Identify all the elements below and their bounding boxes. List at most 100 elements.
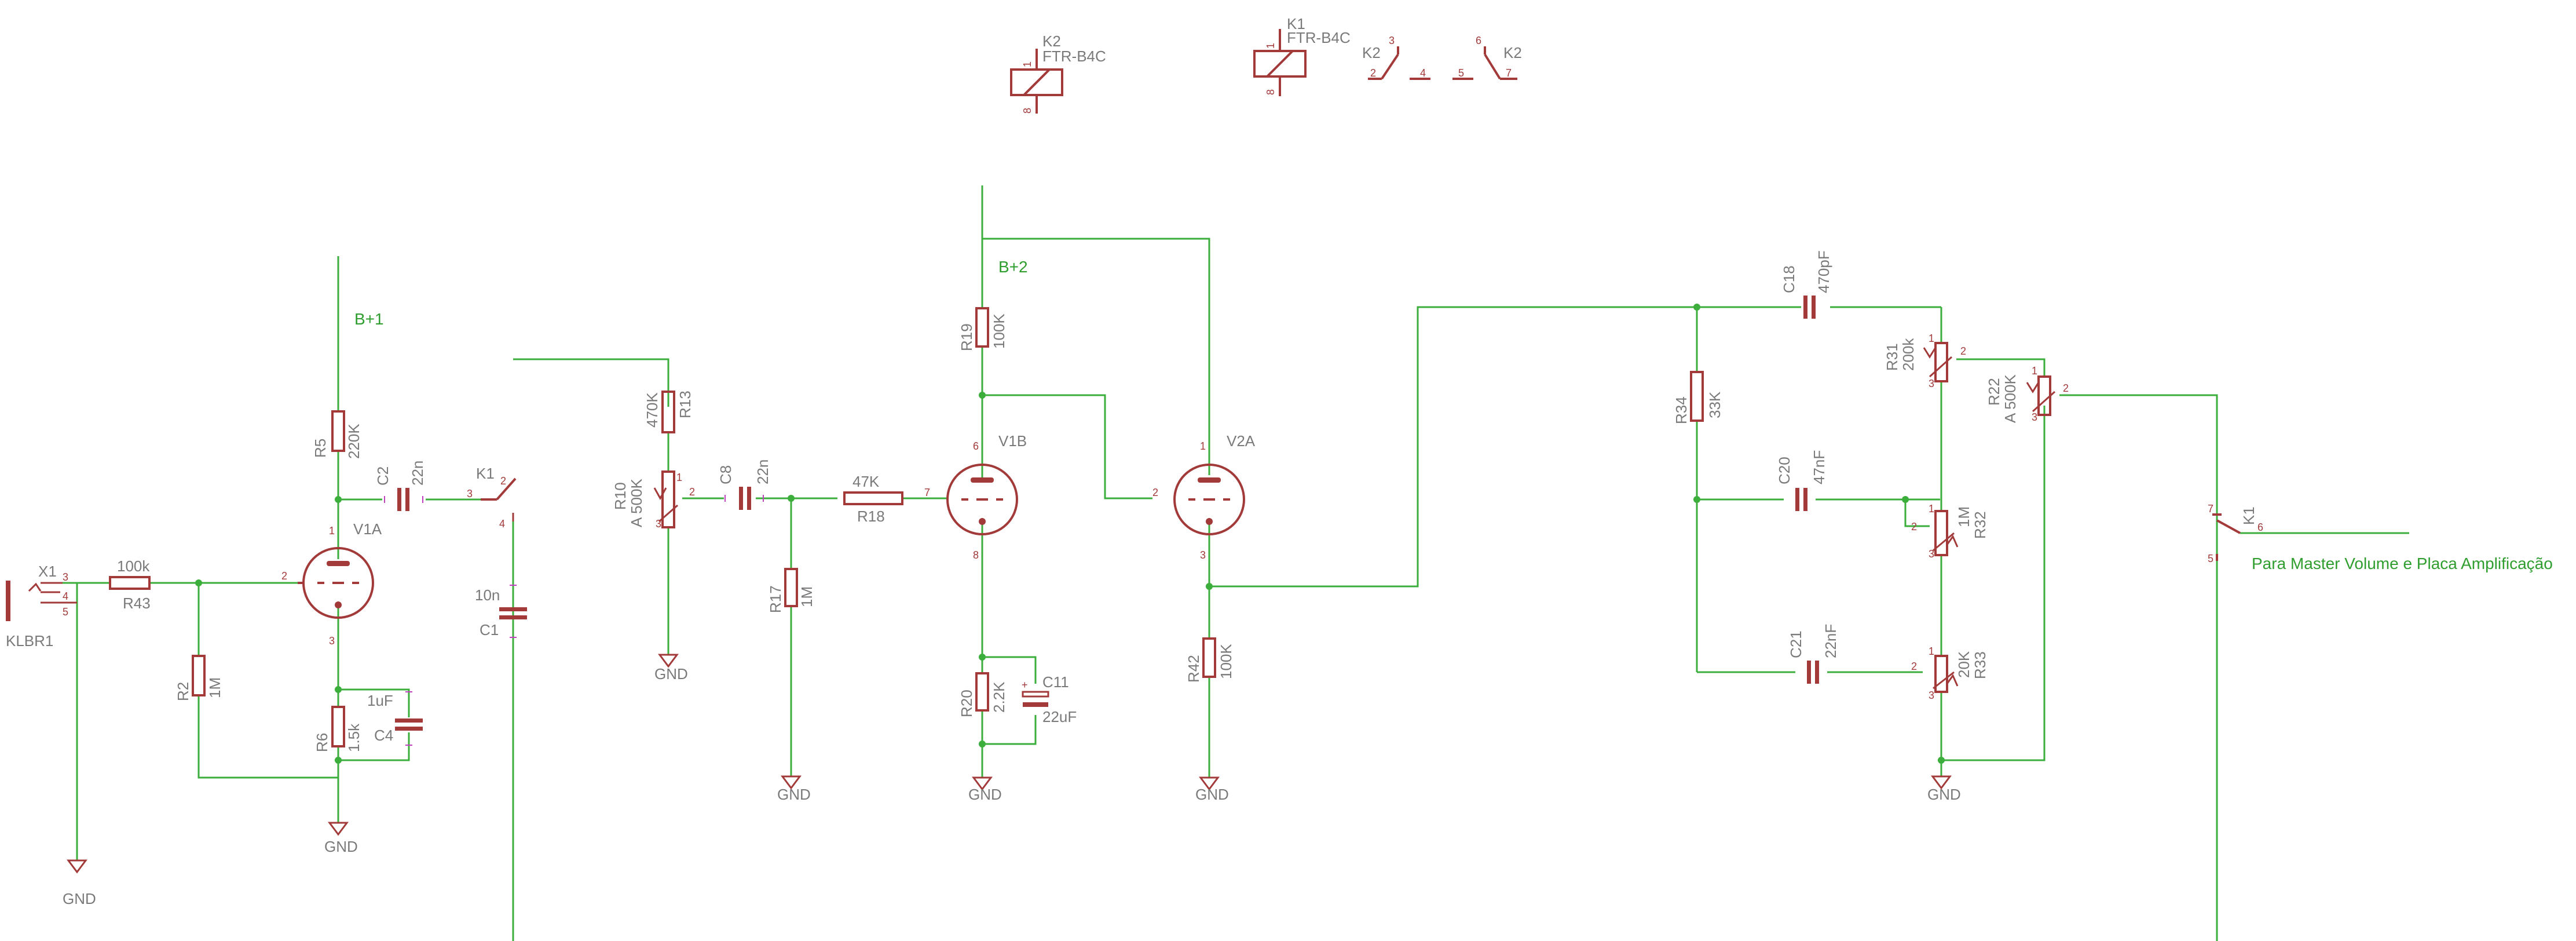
c4-name: C4 [374, 727, 393, 744]
pin-label: 5 [63, 606, 68, 618]
pin-label: 5 [1458, 67, 1464, 79]
resistor-r5: R5 220K [312, 410, 363, 459]
r19-name: R19 [958, 323, 975, 351]
pin-label: 6 [1476, 35, 1481, 46]
pin-label: 8 [973, 549, 979, 561]
capacitor-c1: 10n C1 [475, 585, 527, 639]
pin-label: 7 [1506, 67, 1512, 79]
pin-label: 2 [281, 570, 287, 582]
pin-label: 3 [1929, 378, 1934, 389]
input-connector: X1 KLBR1 3 4 5 [6, 563, 77, 650]
capacitor-c20: C20 47nF [1776, 450, 1828, 511]
r19-value: 100K [990, 313, 1008, 349]
r43-value: 100k [117, 557, 150, 575]
r32-value: 1M [1955, 506, 1973, 527]
pin-label: 1 [1929, 333, 1934, 344]
net-b1-label: B+1 [354, 310, 384, 328]
resistor-r6: R6 1.5k [313, 706, 363, 752]
k2-part: FTR-B4C [1042, 48, 1106, 65]
ground-input: GND [63, 859, 96, 907]
k1-name: K1 [1287, 15, 1305, 32]
relay-switch-k1-output: K1 7 6 5 [2208, 503, 2263, 564]
resistor-r18: 47K R18 [843, 473, 903, 525]
c8-name: C8 [717, 465, 734, 484]
ground-r17: GND [777, 775, 811, 803]
potentiometer-r33: 20K R33 1 2 3 [1911, 645, 1989, 701]
resistor-r2: R2 1M [174, 655, 224, 701]
ground-v2a: GND [1195, 776, 1229, 803]
r18-name: R18 [857, 508, 885, 525]
tube-v2a: V2A 1 2 3 [1152, 432, 1256, 561]
net-b2-label: B+2 [998, 258, 1028, 276]
c2-value: 22n [409, 461, 426, 486]
pin-label: 3 [63, 571, 68, 583]
c21-value: 22nF [1822, 624, 1839, 658]
c11-name: C11 [1042, 673, 1069, 691]
resistor-r42: R42 100K [1185, 637, 1235, 683]
pin-label: 6 [973, 440, 979, 452]
pin-label: 1 [329, 525, 335, 537]
c20-value: 47nF [1810, 450, 1828, 484]
k1-switch-label: K1 [476, 465, 495, 482]
resistor-r43: 100k R43 [109, 557, 151, 612]
pin-label: 3 [1200, 549, 1206, 561]
pin-label: 1 [1200, 440, 1206, 452]
junctions [195, 304, 1945, 764]
relay-switch-k1-input: K1 2 3 4 [467, 465, 517, 530]
r22-value: A 500K [2001, 374, 2019, 423]
r2-value: 1M [206, 677, 224, 698]
pin-label: 2 [689, 486, 695, 498]
r13-name: R13 [676, 391, 694, 418]
r2-name: R2 [174, 682, 192, 701]
resistor-r13: 470K R13 [643, 391, 694, 433]
pin-label: 2 [500, 475, 506, 487]
input-connector-name: KLBR1 [6, 632, 53, 650]
r5-name: R5 [312, 439, 329, 458]
c18-value: 470pF [1815, 250, 1832, 293]
input-name: X1 [38, 563, 57, 580]
r32-name: R32 [1971, 511, 1989, 539]
pin-label: 4 [1420, 67, 1426, 79]
capacitor-c4: 1uF C4 [367, 691, 423, 746]
pin-label: 1 [2032, 365, 2037, 377]
capacitor-c8: C8 22n [717, 459, 771, 510]
pin-label: 1 [1929, 645, 1934, 657]
c20-name: C20 [1776, 457, 1793, 484]
capacitor-c2: C2 22n [374, 461, 426, 511]
c11-value: 22uF [1042, 708, 1077, 725]
wires [63, 185, 2409, 941]
r5-value: 220K [345, 424, 363, 459]
r33-name: R33 [1971, 651, 1989, 679]
resistor-r20: R20 2.2K [958, 672, 1008, 717]
pin-label: 7 [2208, 503, 2213, 515]
gnd-label: GND [324, 838, 358, 855]
pin-label: 5 [2208, 553, 2213, 564]
k2-contact-b-label: K2 [1503, 44, 1522, 61]
r17-value: 1M [798, 586, 815, 607]
v1b-label: V1B [998, 432, 1027, 450]
gnd-label: GND [63, 890, 96, 907]
gnd-label: GND [968, 786, 1002, 803]
ground-v1a: GND [324, 822, 358, 855]
gnd-label: GND [654, 665, 688, 683]
ground-r10: GND [654, 654, 688, 683]
gnd-label: GND [1927, 786, 1961, 803]
pin-label: 1 [676, 472, 682, 483]
relay-contact-k2-b: K2 6 5 7 [1452, 35, 1522, 80]
r42-value: 100K [1217, 644, 1235, 679]
ground-tonestack: GND [1927, 775, 1961, 803]
pin-label: 1 [1022, 61, 1033, 67]
r42-name: R42 [1185, 655, 1202, 683]
r43-name: R43 [123, 594, 151, 612]
c21-name: C21 [1787, 630, 1805, 658]
pin-label: 1 [1929, 503, 1934, 515]
pin-label: 4 [499, 518, 505, 530]
k1-output-switch-label: K1 [2240, 506, 2257, 525]
k2-contact-a-label: K2 [1362, 44, 1381, 61]
v2a-label: V2A [1227, 432, 1256, 450]
ground-v1b: GND [968, 776, 1002, 803]
c1-name: C1 [480, 621, 499, 639]
r22-name: R22 [1985, 378, 2003, 406]
r10-name: R10 [612, 482, 629, 510]
